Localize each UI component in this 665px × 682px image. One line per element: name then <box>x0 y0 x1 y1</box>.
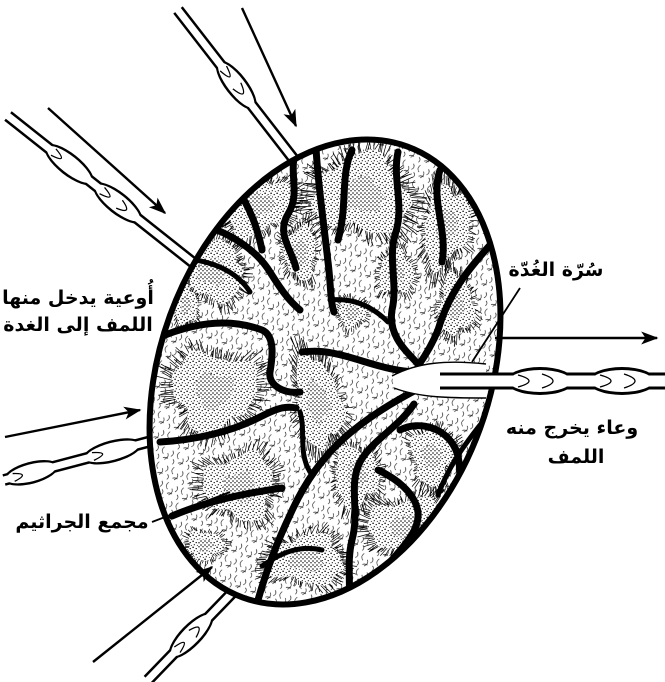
efferent-vessel-label-line2: اللمف <box>548 446 605 468</box>
afferent-vessels-label-line2: اللمف إلى الغدة <box>3 314 152 336</box>
node-contents <box>156 132 490 615</box>
vessel-valve-lumen <box>166 610 216 661</box>
inflow-arrow-left <box>5 410 140 437</box>
afferent-vessel-top <box>167 0 314 181</box>
hilum-label: سُرّة الغُدّة <box>509 259 604 281</box>
lymph-node <box>88 90 562 654</box>
afferent-vessel-upper-left <box>0 105 210 279</box>
efferent-vessel-label-line1: وعاء يخرج منه <box>506 417 638 439</box>
afferent-vessels-label-line1: أُوعية يدخل منها <box>2 279 154 309</box>
inflow-arrow-bottom <box>93 567 212 662</box>
vessel-valve-lumen <box>42 141 96 188</box>
germinal-center-label: مجمع الجراثيم <box>15 511 148 533</box>
vessel-valve-lumen <box>591 370 653 392</box>
vessel-valve-lumen <box>509 370 571 392</box>
vessel-valve-lumen <box>213 58 260 112</box>
